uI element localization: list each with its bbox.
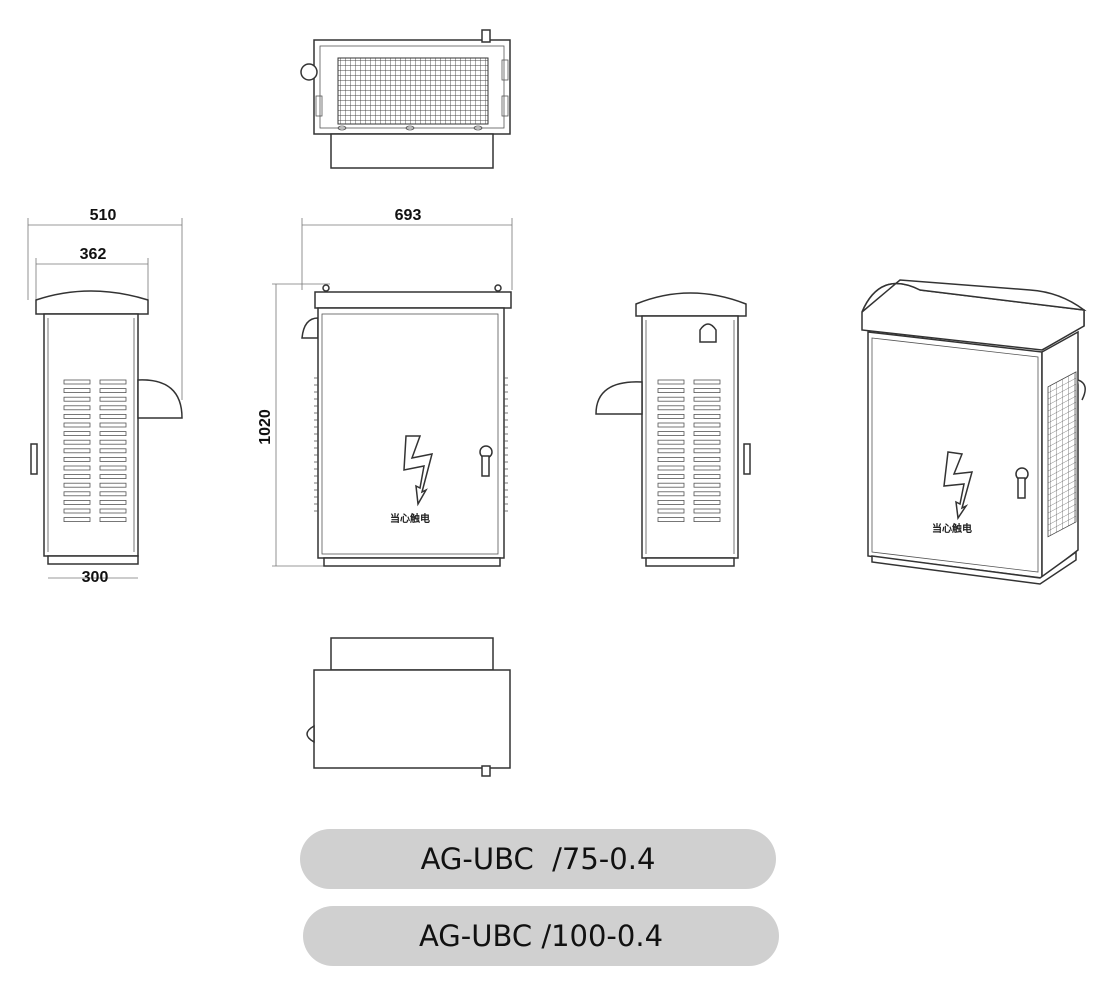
louver-slot [63, 413, 91, 419]
louver-slot [63, 508, 91, 514]
louver-slot [693, 491, 721, 497]
louver-slot [99, 396, 127, 402]
louver-slot [693, 465, 721, 471]
louver-slot [657, 422, 685, 428]
louver-slot [63, 499, 91, 505]
louver-slot [693, 474, 721, 480]
louver-slot [63, 474, 91, 480]
louver-slot [99, 413, 127, 419]
louver-slot [657, 456, 685, 462]
front-view: 693 1020 当心触电 [257, 207, 513, 567]
model-label-75: AG-UBC /75-0.4 [300, 829, 776, 889]
right-side-view [595, 292, 751, 567]
louver-slot [657, 405, 685, 411]
louver-slot [657, 431, 685, 437]
louver-slot [63, 431, 91, 437]
dim-1020-label: 1020 [257, 409, 274, 445]
iso-warning-label: 当心触电 [932, 522, 972, 535]
isometric-view: 当心触电 [861, 279, 1087, 585]
louver-slot [63, 491, 91, 497]
louver-slot [657, 482, 685, 488]
dim-510-label: 510 [90, 207, 117, 224]
louver-slot [693, 379, 721, 385]
louver-slot [657, 396, 685, 402]
louver-slot [99, 499, 127, 505]
louver-slot [99, 456, 127, 462]
louver-slot [693, 499, 721, 505]
bottom-view [306, 637, 511, 777]
louver-slot [657, 517, 685, 522]
front-side-ribs-right [504, 377, 508, 512]
louver-slot [99, 465, 127, 471]
louver-slot [99, 431, 127, 437]
louver-slot [693, 431, 721, 437]
louver-slot [63, 456, 91, 462]
louver-slot [63, 482, 91, 488]
louver-slot [99, 405, 127, 411]
side-louvers-right [657, 379, 721, 522]
louver-slot [693, 422, 721, 428]
louver-slot [63, 379, 91, 385]
louver-slot [63, 396, 91, 402]
louver-slot [99, 508, 127, 514]
lightning-warning-icon [403, 435, 434, 507]
louver-slot [657, 439, 685, 445]
louver-slot [657, 448, 685, 454]
louver-slot [693, 482, 721, 488]
iso-side-vent [1047, 371, 1077, 538]
louver-slot [693, 396, 721, 402]
iso-lightning-warning-icon [943, 451, 974, 521]
louver-slot [693, 405, 721, 411]
side-louvers [63, 379, 127, 522]
front-side-ribs-left [314, 377, 318, 512]
model-label-100: AG-UBC /100-0.4 [303, 906, 779, 966]
dim-362-label: 362 [80, 246, 107, 263]
louver-slot [657, 508, 685, 514]
dim-693-label: 693 [395, 207, 422, 224]
dim-300-label: 300 [82, 569, 109, 586]
louver-slot [99, 491, 127, 497]
louver-slot [657, 499, 685, 505]
louver-slot [693, 448, 721, 454]
louver-slot [693, 517, 721, 522]
top-view [300, 29, 511, 169]
louver-slot [657, 465, 685, 471]
louver-slot [693, 456, 721, 462]
louver-slot [99, 422, 127, 428]
louver-slot [657, 474, 685, 480]
louver-slot [63, 422, 91, 428]
louver-slot [63, 465, 91, 471]
louver-slot [99, 439, 127, 445]
louver-slot [99, 448, 127, 454]
louver-slot [99, 482, 127, 488]
top-vent-grid [337, 57, 489, 125]
louver-slot [657, 379, 685, 385]
louver-slot [693, 439, 721, 445]
louver-slot [63, 405, 91, 411]
louver-slot [657, 388, 685, 394]
louver-slot [63, 448, 91, 454]
front-warning-label: 当心触电 [390, 512, 430, 525]
louver-slot [693, 413, 721, 419]
louver-slot [99, 474, 127, 480]
left-side-view: 510 362 300 [27, 207, 183, 586]
louver-slot [63, 439, 91, 445]
louver-slot [99, 388, 127, 394]
louver-slot [657, 491, 685, 497]
louver-slot [63, 388, 91, 394]
louver-slot [63, 517, 91, 522]
louver-slot [99, 379, 127, 385]
louver-slot [657, 413, 685, 419]
louver-slot [99, 517, 127, 522]
louver-slot [693, 388, 721, 394]
louver-slot [693, 508, 721, 514]
